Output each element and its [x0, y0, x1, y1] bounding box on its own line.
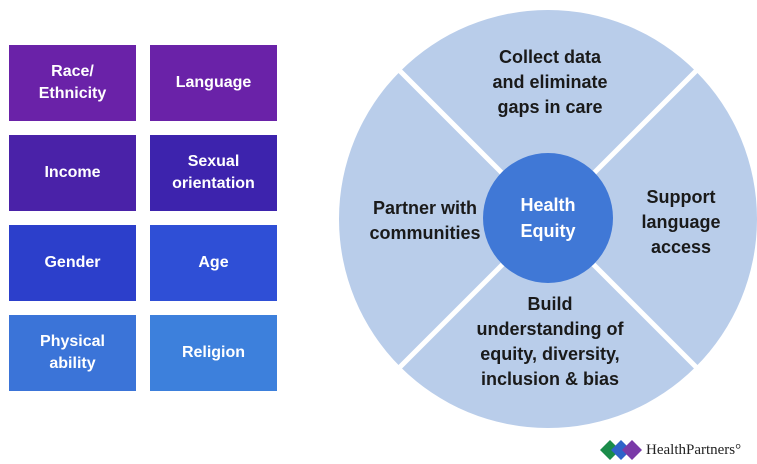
tile-gender: Gender [9, 225, 136, 301]
healthpartners-logo-text: HealthPartners° [646, 442, 742, 458]
wheel-segment-top: Collect data and eliminate gaps in care [492, 47, 608, 117]
healthpartners-logo-mark [600, 440, 642, 460]
wheel-center-label: Health Equity [520, 195, 576, 241]
tile-race-ethnicity: Race/ Ethnicity [9, 45, 136, 121]
tile-language: Language [150, 45, 277, 121]
tile-age: Age [150, 225, 277, 301]
health-equity-wheel [339, 10, 757, 428]
tile-physical-ability: Physical ability [9, 315, 136, 391]
wheel-segment-right: Support language access [641, 187, 721, 257]
tile-income: Income [9, 135, 136, 211]
wheel-segment-left: Partner with communities [369, 198, 481, 243]
wheel-segment-bottom: Build understanding of equity, diversity… [476, 294, 624, 389]
wheel-center-circle [483, 153, 613, 283]
tile-sexual-orientation: Sexual orientation [150, 135, 277, 211]
tile-religion: Religion [150, 315, 277, 391]
